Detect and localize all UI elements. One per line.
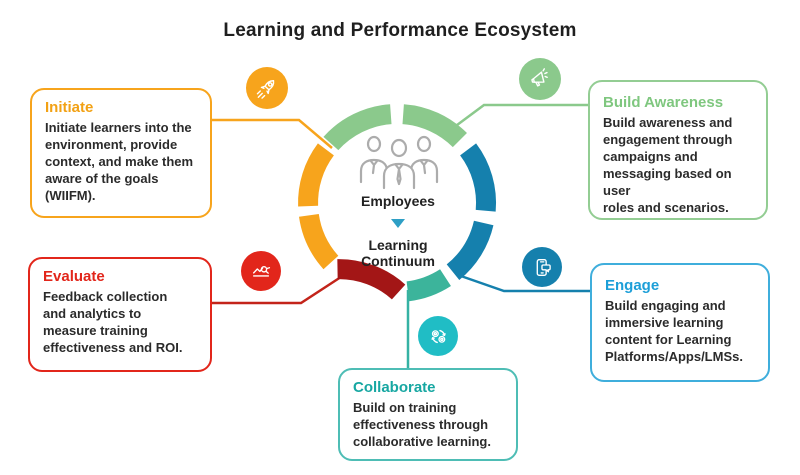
mobile-chat-icon: [522, 247, 562, 287]
build-awareness-connector: [448, 103, 590, 133]
engage-card: Engage Build engaging and immersive lear…: [590, 263, 770, 382]
learning-continuum-label: Learning Continuum: [361, 237, 435, 269]
rocket-icon: [246, 67, 288, 109]
initiate-description: Initiate learners into the environment, …: [45, 120, 194, 203]
megaphone-icon: [519, 58, 561, 100]
ring-segment-dark-red: [337, 259, 406, 300]
ring-segment-green-top-right: [402, 104, 467, 148]
ring-segment-blue-upper: [459, 143, 497, 212]
gears-sync-icon: [418, 316, 458, 356]
segmented-ring: [298, 104, 497, 302]
ring-segment-teal-bottom: [406, 269, 451, 302]
employees-group-icon: [359, 135, 439, 190]
evaluate-description: Feedback collection and analytics to mea…: [43, 289, 183, 355]
ring-segment-orange-upper: [298, 143, 335, 207]
initiate-title: Initiate: [45, 99, 94, 116]
ring-segment-blue-lower: [446, 220, 494, 280]
evaluate-title: Evaluate: [43, 268, 105, 285]
employees-label: Employees: [361, 193, 435, 209]
connector-lines: [212, 103, 592, 369]
continuum-arrow-icon: [391, 219, 405, 228]
build-awareness-title: Build Awareness: [603, 94, 724, 111]
analytics-magnifier-icon: [241, 251, 281, 291]
build-awareness-description: Build awareness and engagement through c…: [603, 115, 733, 215]
page-title: Learning and Performance Ecosystem: [223, 20, 577, 41]
engage-description: Build engaging and immersive learning co…: [605, 298, 743, 364]
collaborate-title: Collaborate: [353, 379, 436, 396]
ring-segment-orange-lower: [298, 213, 339, 270]
initiate-card: Initiate Initiate learners into the envi…: [30, 88, 212, 218]
collaborate-card: Collaborate Build on training effectiven…: [338, 368, 518, 461]
engage-connector: [457, 273, 592, 293]
initiate-connector: [212, 118, 333, 149]
engage-title: Engage: [605, 277, 660, 294]
evaluate-card: Evaluate Feedback collection and analyti…: [28, 257, 212, 372]
ring-segment-green-top-left: [323, 104, 392, 151]
build-awareness-card: Build Awareness Build awareness and enga…: [588, 80, 768, 220]
collaborate-description: Build on training effectiveness through …: [353, 400, 491, 449]
evaluate-connector: [212, 273, 345, 305]
